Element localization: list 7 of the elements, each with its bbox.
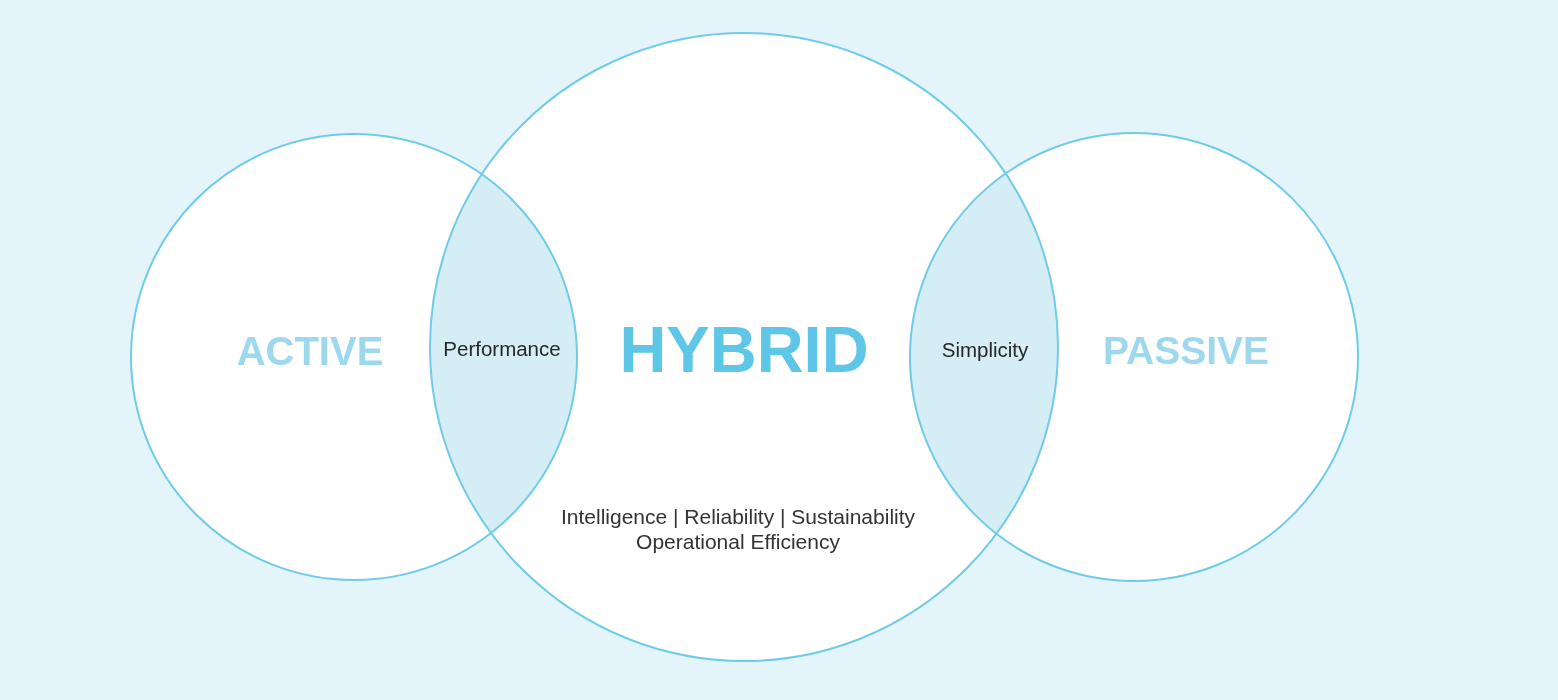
- circle-label: HYBRID: [619, 312, 869, 388]
- circle-label: PASSIVE: [1102, 327, 1270, 374]
- overlap-label: Performance: [443, 336, 561, 362]
- circle-label: ACTIVE: [236, 328, 384, 375]
- overlap-label: Simplicity: [941, 337, 1029, 363]
- venn-circle: [429, 32, 1059, 662]
- attribute-list: Intelligence | Reliability | Sustainability Operational Efficiency: [538, 503, 938, 555]
